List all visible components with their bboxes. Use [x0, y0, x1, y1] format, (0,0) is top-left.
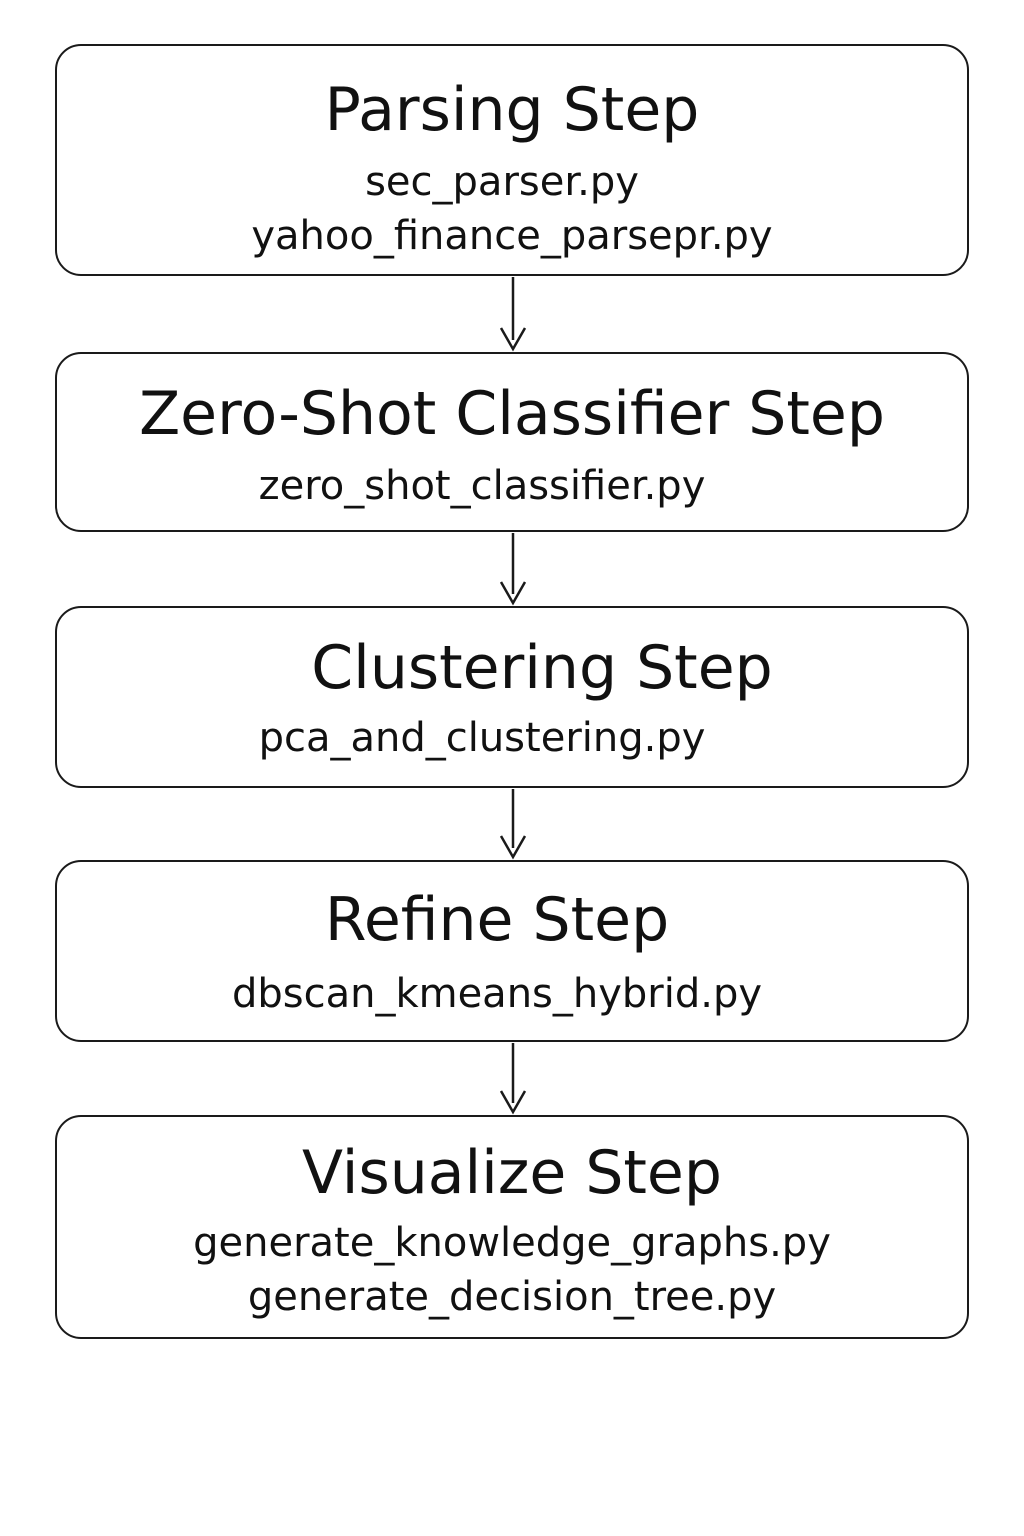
visualize-step-file-1: generate_knowledge_graphs.py	[193, 1220, 831, 1266]
parsing-step-box: Parsing Step sec_parser.py yahoo_finance…	[55, 44, 969, 276]
clustering-step-box: Clustering Step pca_and_clustering.py	[55, 606, 969, 788]
parsing-step-title: Parsing Step	[324, 75, 700, 145]
visualize-step-title: Visualize Step	[302, 1138, 722, 1208]
arrow-refine-to-visualize	[499, 1043, 527, 1115]
arrow-zero-shot-to-clustering	[499, 533, 527, 606]
clustering-step-title: Clustering Step	[311, 633, 773, 703]
parsing-step-file-2: yahoo_finance_parsepr.py	[251, 213, 773, 259]
arrow-parsing-to-zero-shot	[499, 277, 527, 352]
refine-step-file: dbscan_kmeans_hybrid.py	[231, 971, 763, 1017]
refine-step-box: Refine Step dbscan_kmeans_hybrid.py	[55, 860, 969, 1042]
refine-step-title: Refine Step	[324, 885, 670, 955]
zero-shot-classifier-step-box: Zero-Shot Classifier Step zero_shot_clas…	[55, 352, 969, 532]
parsing-step-file-1: sec_parser.py	[365, 159, 639, 205]
clustering-step-file: pca_and_clustering.py	[258, 715, 706, 761]
zero-shot-classifier-step-file: zero_shot_classifier.py	[258, 463, 706, 509]
arrow-clustering-to-refine	[499, 789, 527, 860]
visualize-step-file-2: generate_decision_tree.py	[247, 1274, 777, 1320]
visualize-step-box: Visualize Step generate_knowledge_graphs…	[55, 1115, 969, 1339]
zero-shot-classifier-step-title: Zero-Shot Classifier Step	[139, 379, 885, 449]
